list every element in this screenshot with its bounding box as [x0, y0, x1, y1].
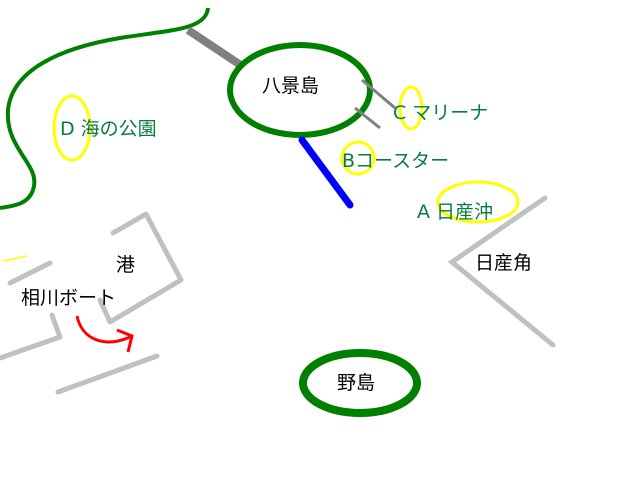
label-coaster: Bコースター — [342, 150, 450, 172]
label-hakkeijima: 八景島 — [262, 75, 320, 97]
seawall — [447, 195, 556, 348]
label-umi-no-koen: D 海の公園 — [60, 118, 157, 140]
arrow-head-icon — [116, 328, 134, 353]
harbor-wall — [97, 211, 184, 325]
marker-line — [2, 255, 28, 262]
label-nojima: 野島 — [337, 372, 376, 394]
point-b-marker — [340, 140, 376, 176]
breakwater — [361, 78, 396, 110]
breakwater — [354, 106, 381, 130]
point-d-marker — [52, 94, 92, 162]
arrow — [75, 315, 131, 344]
bridge — [185, 26, 245, 70]
label-marina: C マリーナ — [393, 102, 489, 124]
coastline — [0, 7, 210, 210]
hakkeijima-island — [227, 42, 373, 138]
nojima-island — [299, 349, 421, 417]
harbor-wall — [0, 312, 63, 361]
label-nissan-kado: 日産角 — [475, 252, 533, 274]
harbor-wall — [7, 260, 53, 286]
harbor-wall — [55, 353, 160, 395]
route-line — [298, 136, 354, 209]
point-a-marker — [436, 180, 520, 224]
label-minato: 港 — [116, 254, 136, 276]
label-aikawa-boat: 相川ボート — [21, 287, 117, 309]
label-nissan-oki: A 日産沖 — [417, 201, 494, 223]
point-c-marker — [398, 85, 424, 131]
